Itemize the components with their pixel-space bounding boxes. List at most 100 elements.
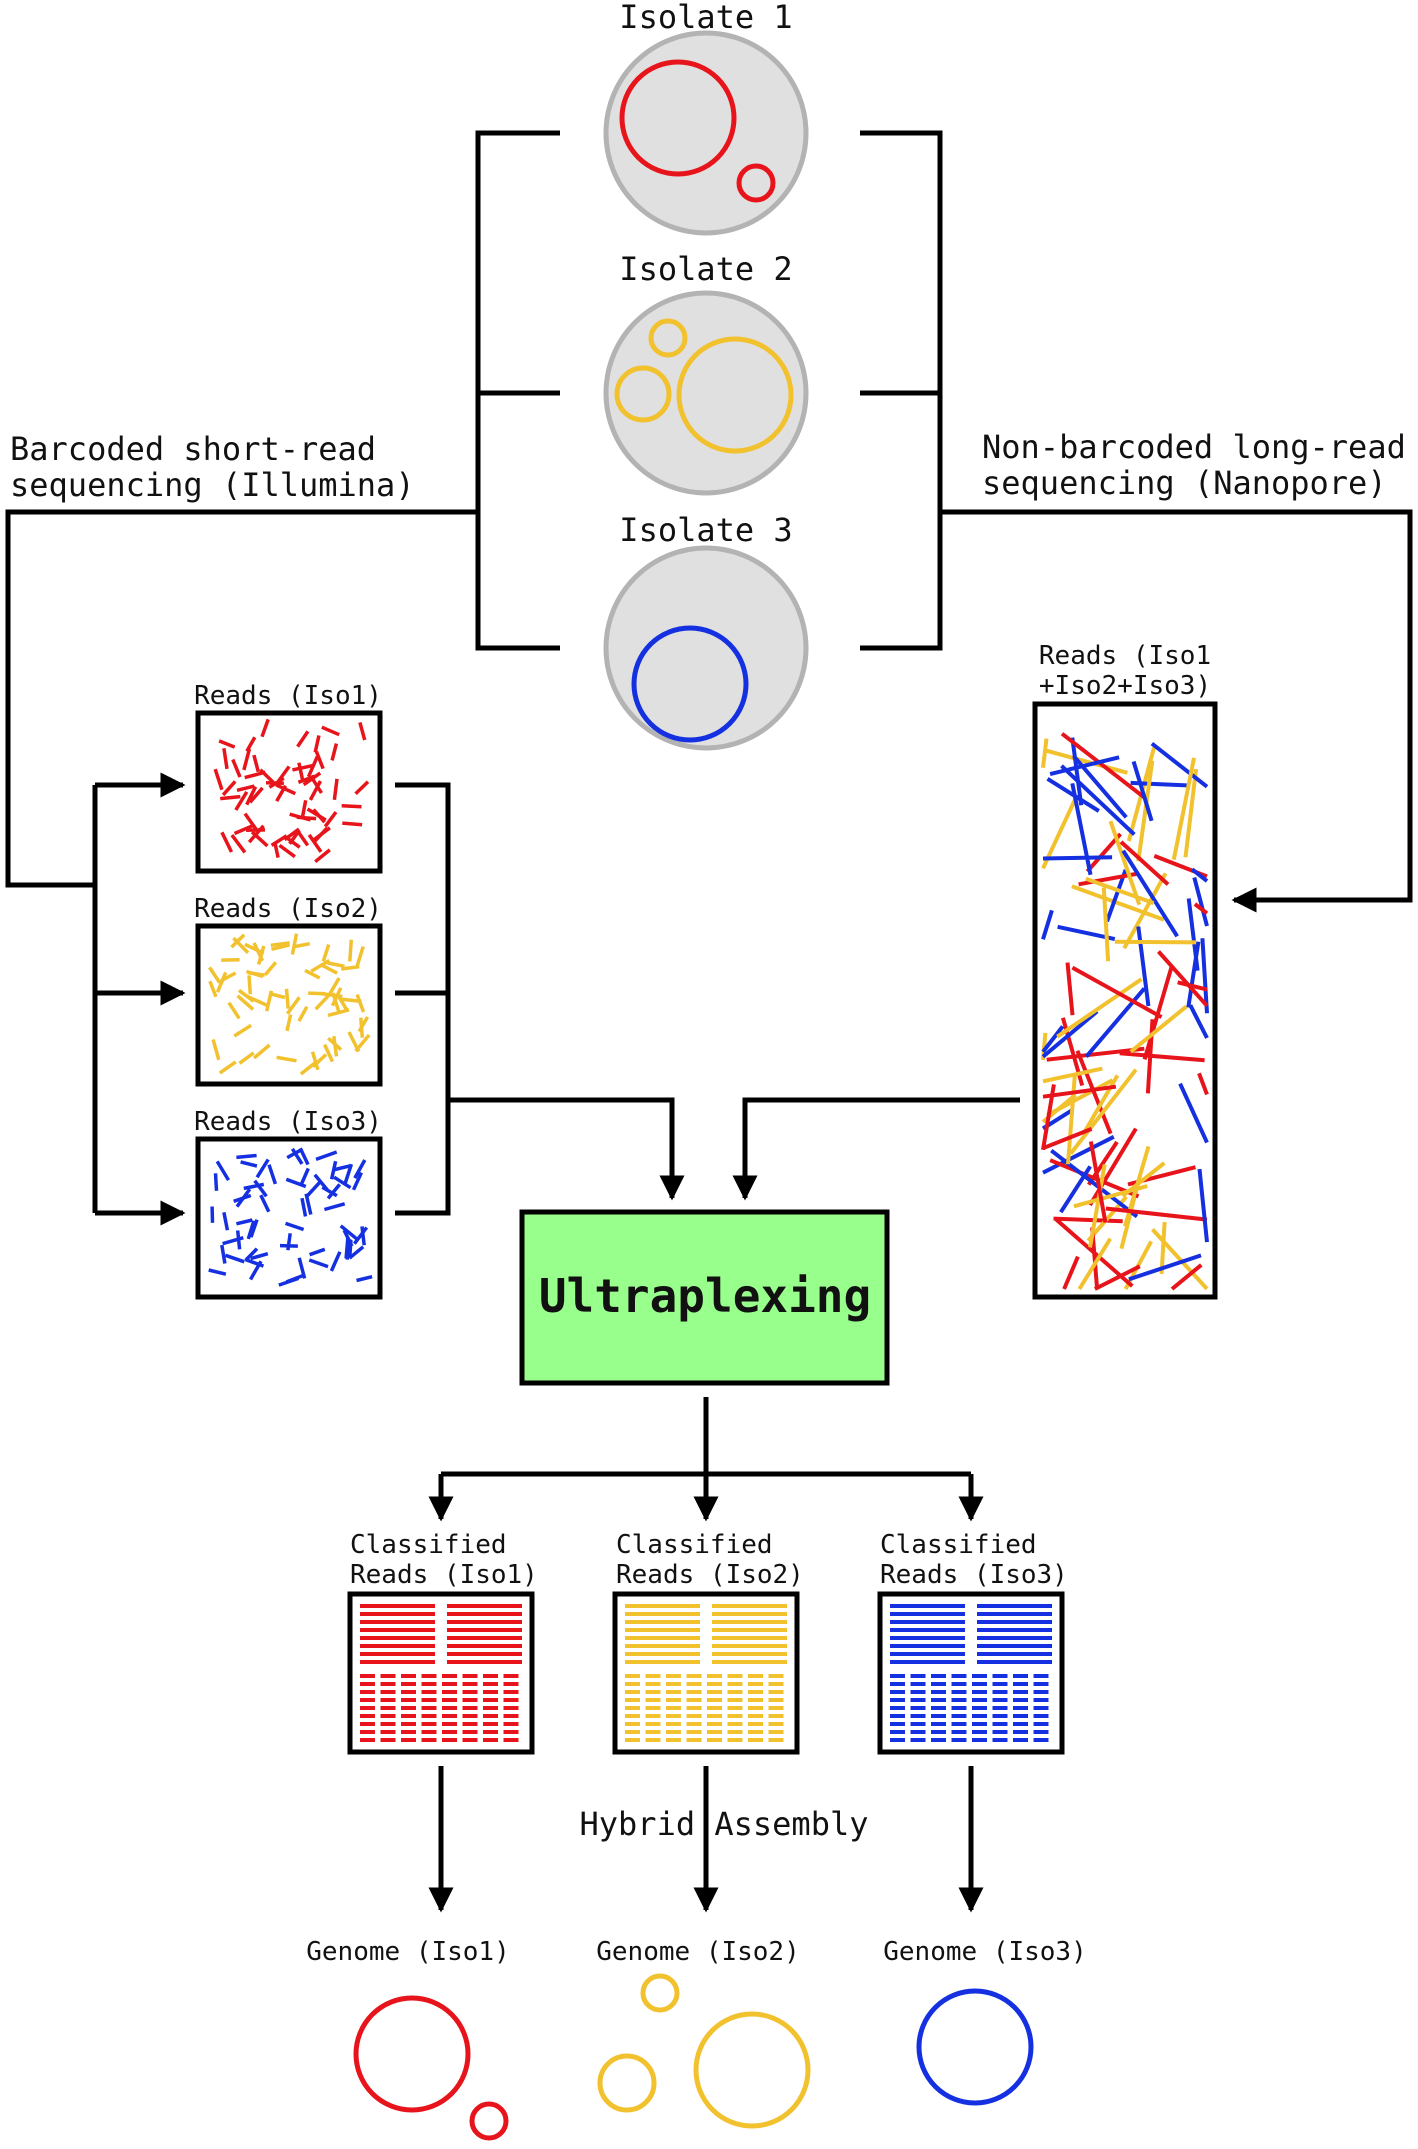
long-read-fragment — [1093, 1264, 1141, 1291]
short-read-fragment — [222, 748, 229, 770]
short-read-fragment — [312, 808, 326, 824]
short-read-fragment — [244, 942, 265, 955]
short-read-fragment — [323, 1202, 346, 1212]
short-read-fragment — [230, 834, 247, 854]
short-read-fragment — [252, 754, 260, 773]
short-read-fragment — [276, 765, 291, 784]
isolate-1-plasmid — [736, 163, 776, 203]
short-read-fragment — [263, 961, 278, 977]
long-read-path: Non-barcoded long-read sequencing (Nanop… — [732, 428, 1413, 1300]
short-read-fragment — [297, 831, 310, 847]
short-read-fragment — [253, 1179, 268, 1198]
short-read-fragment — [244, 1257, 265, 1268]
long-read-fragment — [1178, 1082, 1209, 1144]
short-read-fragment — [208, 980, 218, 998]
long-read-fragment — [1041, 1025, 1065, 1054]
short-read-fragment — [270, 943, 290, 952]
ultraplexing-label: Ultraplexing — [539, 1269, 871, 1323]
short-read-fragment — [347, 1031, 361, 1053]
long-read-fragment — [1065, 962, 1075, 1016]
long-read-fragment — [1188, 1004, 1209, 1039]
long-reads-to-ultraplexing — [732, 1097, 1020, 1201]
long-read-fragment — [1050, 1149, 1139, 1219]
long-read-fragment — [1059, 1165, 1092, 1214]
short-read-fragment — [297, 1257, 307, 1279]
short-read-fragment — [270, 941, 290, 948]
long-read-fragment — [1159, 1221, 1167, 1275]
short-read-fragment — [313, 1173, 329, 1192]
short-read-fragment — [235, 1188, 252, 1208]
long-read-fragment — [1070, 737, 1084, 806]
long-read-fragment — [1121, 849, 1179, 938]
short-read-fragment — [332, 1035, 339, 1057]
short-read-fragment — [308, 1258, 329, 1269]
long-read-fragment — [1136, 926, 1151, 1007]
short-read-fragment — [208, 966, 222, 984]
classified-iso2-reads — [625, 1604, 787, 1742]
genome-iso2-plasmid-medium — [597, 2053, 657, 2113]
short-read-fragment — [208, 1268, 227, 1276]
short-read-fragment — [311, 1053, 328, 1068]
short-read-fragment — [213, 1173, 219, 1191]
short-read-fragment — [331, 992, 341, 1014]
short-read-fragment — [313, 735, 321, 753]
isolate-1-cell — [603, 30, 809, 236]
short-read-fragment — [276, 1055, 297, 1063]
short-read-fragment — [245, 969, 264, 979]
short-read-fragment — [351, 1171, 363, 1191]
long-read-fragment — [1131, 760, 1154, 822]
short-read-fragment — [285, 1014, 293, 1032]
short-read-fragment — [247, 975, 253, 995]
short-read-fragment — [242, 748, 252, 771]
short-read-fragment — [248, 786, 264, 804]
short-read-fragment — [246, 1220, 256, 1240]
isolates-group: Isolate 1 Isolate 2 Isolate 3 — [603, 0, 809, 751]
reads-iso3-label: Reads (Iso3) — [194, 1107, 382, 1137]
long-read-fragment — [1200, 938, 1209, 1014]
long-read-fragment — [1136, 760, 1155, 862]
classified-iso1-box — [347, 1591, 535, 1755]
isolate-2-plasmid-medium — [614, 365, 672, 423]
short-read-fragment — [292, 941, 311, 949]
long-read-fragment — [1060, 764, 1136, 836]
genome-iso2-chromosome — [693, 2011, 811, 2129]
long-read-fragment — [1150, 742, 1209, 789]
short-read-fragment — [275, 783, 297, 796]
long-read-fragment — [1088, 1141, 1108, 1223]
isolate-1-label: Isolate 1 — [619, 0, 792, 36]
long-read-fragment — [1056, 977, 1143, 1039]
short-read-fragment — [300, 799, 308, 817]
short-read-fragment — [231, 758, 242, 778]
short-read-fragment — [321, 725, 340, 737]
long-read-fragment — [1071, 965, 1163, 1019]
short-read-fragment — [240, 1160, 258, 1168]
long-read-fragment — [1186, 898, 1200, 971]
ultraplexing-step: Ultraplexing — [519, 1209, 890, 1386]
short-read-fragment — [332, 1164, 351, 1172]
short-read-fragment — [265, 780, 284, 785]
isolate-1-chromosome — [619, 59, 737, 177]
short-read-fragment — [236, 784, 255, 793]
isolate-brackets — [475, 130, 943, 651]
long-read-fragment — [1053, 1216, 1123, 1224]
long-read-fragment — [1151, 1228, 1209, 1291]
short-read-fragment — [290, 1147, 304, 1165]
short-read-fragment — [285, 835, 301, 849]
short-read-fragment — [255, 1158, 270, 1179]
short-read-fragment — [227, 1001, 241, 1020]
short-read-fragment — [260, 718, 270, 738]
genome-iso1-label: Genome (Iso1) — [306, 1937, 510, 1967]
reads-iso1-label: Reads (Iso1) — [194, 681, 382, 711]
short-read-fragment — [339, 1224, 359, 1241]
classified-iso1-line1: Classified — [350, 1530, 507, 1560]
long-read-fragment — [1193, 902, 1209, 915]
short-read-fragment — [215, 1160, 230, 1182]
short-read-fragment — [211, 1039, 221, 1061]
short-read-fragment — [284, 988, 290, 1009]
short-read-fragment — [285, 1177, 307, 1189]
long-read-fragment — [1101, 887, 1111, 962]
short-read-fragment — [250, 1252, 269, 1261]
long-read-fragment — [1045, 748, 1128, 775]
long-reads-label-line1: Reads (Iso1 — [1039, 641, 1211, 671]
long-read-fragment — [1071, 884, 1165, 922]
